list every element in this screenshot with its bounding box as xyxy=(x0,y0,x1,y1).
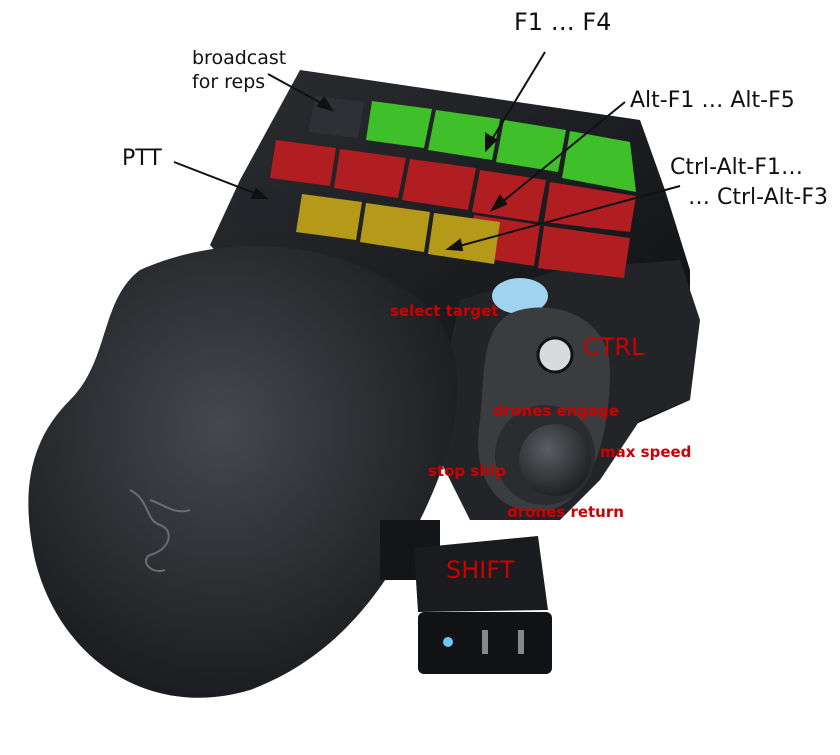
key xyxy=(402,159,476,210)
function-keys-green xyxy=(366,101,636,192)
label-alt-keys: Alt-F1 … Alt-F5 xyxy=(630,88,795,113)
ctrl-alt-keys-yellow xyxy=(296,194,500,264)
ptt-key xyxy=(236,186,290,228)
key xyxy=(562,131,636,192)
annotation-arrows xyxy=(173,51,681,252)
razer-snake-logo xyxy=(129,489,191,572)
key xyxy=(538,226,630,278)
label-ctrl-alt-1: Ctrl-Alt-F1… xyxy=(670,155,803,180)
key xyxy=(270,140,336,186)
label-f-keys: F1 … F4 xyxy=(514,8,612,36)
label-drones-engage: drones engage xyxy=(493,402,620,420)
ctrl-button xyxy=(536,336,574,374)
key xyxy=(544,182,636,232)
alt-keys-red xyxy=(270,140,636,232)
label-broadcast-line1: broadcast xyxy=(192,47,287,69)
label-ctrl-alt-2: … Ctrl-Alt-F3 xyxy=(688,185,828,210)
label-select-target: select target xyxy=(390,302,499,320)
select-target-button xyxy=(492,278,548,314)
arrow-ctrl-alt xyxy=(451,185,681,249)
thumbstick xyxy=(519,424,591,496)
arrow-alt-keys xyxy=(495,101,626,208)
label-shift: SHIFT xyxy=(446,556,515,584)
key xyxy=(428,110,500,160)
label-ctrl: CTRL xyxy=(583,333,645,361)
broadcast-key xyxy=(308,96,364,138)
key xyxy=(296,194,362,240)
key xyxy=(496,120,566,172)
label-broadcast: broadcast for reps xyxy=(192,46,286,94)
label-max-speed: max speed xyxy=(600,443,692,461)
arrow-f-keys xyxy=(487,51,546,147)
label-broadcast-line2: for reps xyxy=(192,71,266,93)
key xyxy=(366,101,432,148)
key xyxy=(428,213,500,264)
label-stop-ship: stop ship xyxy=(428,462,506,480)
mode-indicator xyxy=(482,630,488,654)
label-ptt: PTT xyxy=(122,146,162,171)
arrow-ptt xyxy=(173,161,263,197)
mode-indicator xyxy=(518,630,524,654)
shift-button xyxy=(414,536,548,612)
key xyxy=(334,149,406,198)
label-drones-return: drones return xyxy=(507,503,624,521)
key xyxy=(360,203,430,252)
mode-led-icon xyxy=(443,637,453,647)
palm-rest xyxy=(28,246,458,698)
